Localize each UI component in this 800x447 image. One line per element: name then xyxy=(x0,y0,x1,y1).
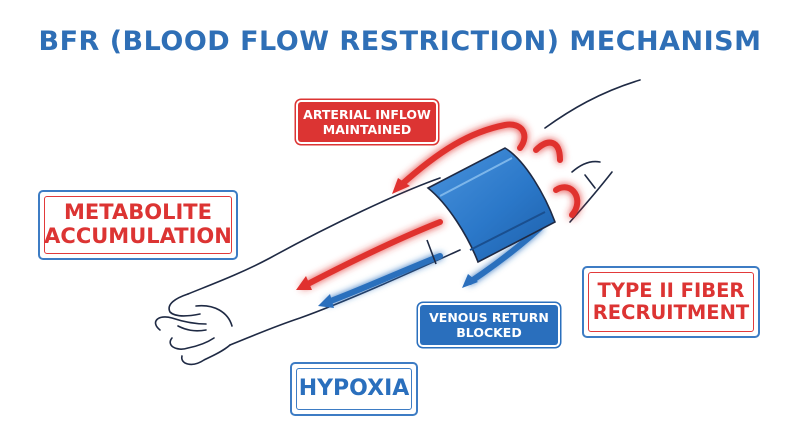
arterial-inflow-text: ARTERIAL INFLOW MAINTAINED xyxy=(303,107,431,137)
metabolite-accumulation-box: METABOLITE ACCUMULATION xyxy=(38,190,238,260)
arterial-inflow-label: ARTERIAL INFLOW MAINTAINED xyxy=(298,102,436,142)
red-arrow-icon xyxy=(301,121,581,289)
hypoxia-text: HYPOXIA xyxy=(298,375,410,401)
venous-return-label: VENOUS RETURN BLOCKED xyxy=(420,305,558,345)
type-ii-fiber-box: TYPE II FIBER RECRUITMENT xyxy=(582,266,760,338)
diagram-title: BFR (BLOOD FLOW RESTRICTION) MECHANISM xyxy=(38,26,762,57)
venous-return-text: VENOUS RETURN BLOCKED xyxy=(429,310,549,340)
arm-outline-icon xyxy=(154,79,641,366)
pressure-cuff-icon xyxy=(426,147,556,265)
hypoxia-box: HYPOXIA xyxy=(290,362,418,416)
metabolite-accumulation-text: METABOLITE ACCUMULATION xyxy=(44,200,232,248)
type-ii-fiber-text: TYPE II FIBER RECRUITMENT xyxy=(592,279,750,324)
